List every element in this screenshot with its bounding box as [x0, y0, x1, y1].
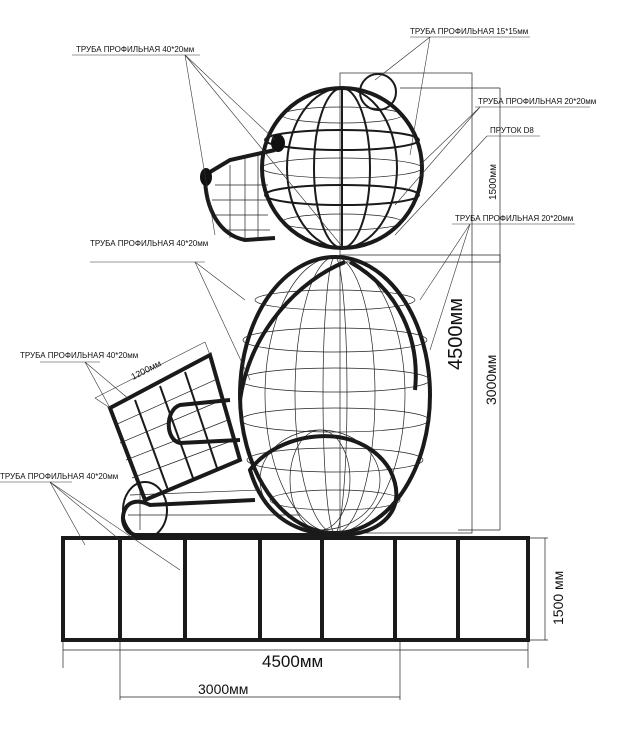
- label-rod-d8: ПРУТОК D8: [490, 126, 534, 135]
- label-tube-40x20-arm: ТРУБА ПРОФИЛЬНАЯ 40*20мм: [90, 239, 208, 248]
- label-tube-40x20-base: ТРУБА ПРОФИЛЬНАЯ 40*20мм: [0, 472, 118, 481]
- dim-total-height: 4500мм: [445, 298, 467, 370]
- book-frame: [107, 352, 243, 503]
- leader-lines: [0, 36, 590, 571]
- base-frame: [61, 536, 530, 642]
- label-tube-40x20-book: ТРУБА ПРОФИЛЬНАЯ 40*20мм: [20, 351, 138, 360]
- dim-book-width: 1200мм: [129, 358, 162, 382]
- dim-body-height: 3000мм: [483, 355, 499, 405]
- label-tube-20x20-body: ТРУБА ПРОФИЛЬНАЯ 20*20мм: [455, 214, 573, 223]
- dimension-lines: [62, 72, 548, 700]
- dim-base-inner-width: 3000мм: [198, 681, 248, 697]
- dim-base-height: 1500 мм: [550, 571, 566, 625]
- label-tube-15x15: ТРУБА ПРОФИЛЬНАЯ 15*15мм: [410, 27, 528, 36]
- eye: [271, 134, 285, 152]
- dim-base-width: 4500мм: [262, 652, 323, 671]
- nose: [200, 168, 212, 186]
- bear-head: [200, 73, 424, 250]
- label-tube-20x20-head: ТРУБА ПРОФИЛЬНАЯ 20*20мм: [478, 97, 596, 106]
- label-tube-40x20-head: ТРУБА ПРОФИЛЬНАЯ 40*20мм: [76, 45, 194, 54]
- bear-body: [238, 255, 432, 538]
- dim-head-height: 1500мм: [488, 164, 499, 200]
